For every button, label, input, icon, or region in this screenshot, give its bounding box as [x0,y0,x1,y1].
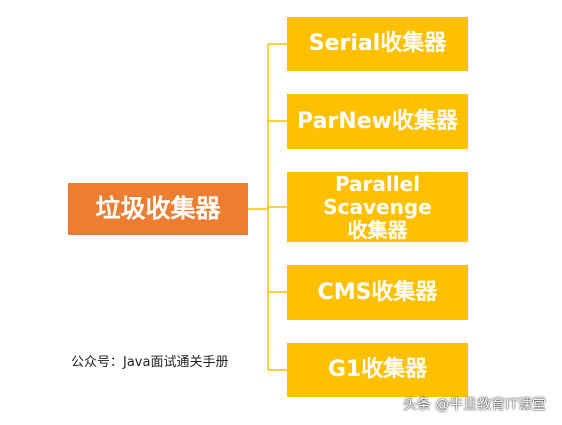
child-node-cms: CMS收集器 [287,265,468,320]
child-node-label: CMS收集器 [317,279,438,305]
child-node-serial: Serial收集器 [287,17,468,71]
child-node-parnew: ParNew收集器 [287,94,468,149]
child-node-parallel-scavenge: Parallel Scavenge 收集器 [287,172,468,242]
child-node-label: Parallel Scavenge [323,171,432,219]
child-node-label: ParNew收集器 [297,108,458,134]
caption-text: 公众号：Java面试通关手册 [71,355,229,370]
child-node-label: G1收集器 [327,357,428,383]
root-node-label: 垃圾收集器 [95,193,221,223]
child-node-label-line2: 收集器 [347,217,408,242]
watermark-text: 头条 @牛旦教育IT课堂 [402,397,546,413]
root-node-garbage-collector: 垃圾收集器 [68,183,248,235]
child-node-g1: G1收集器 [287,343,468,397]
child-node-label: Serial收集器 [308,31,447,57]
